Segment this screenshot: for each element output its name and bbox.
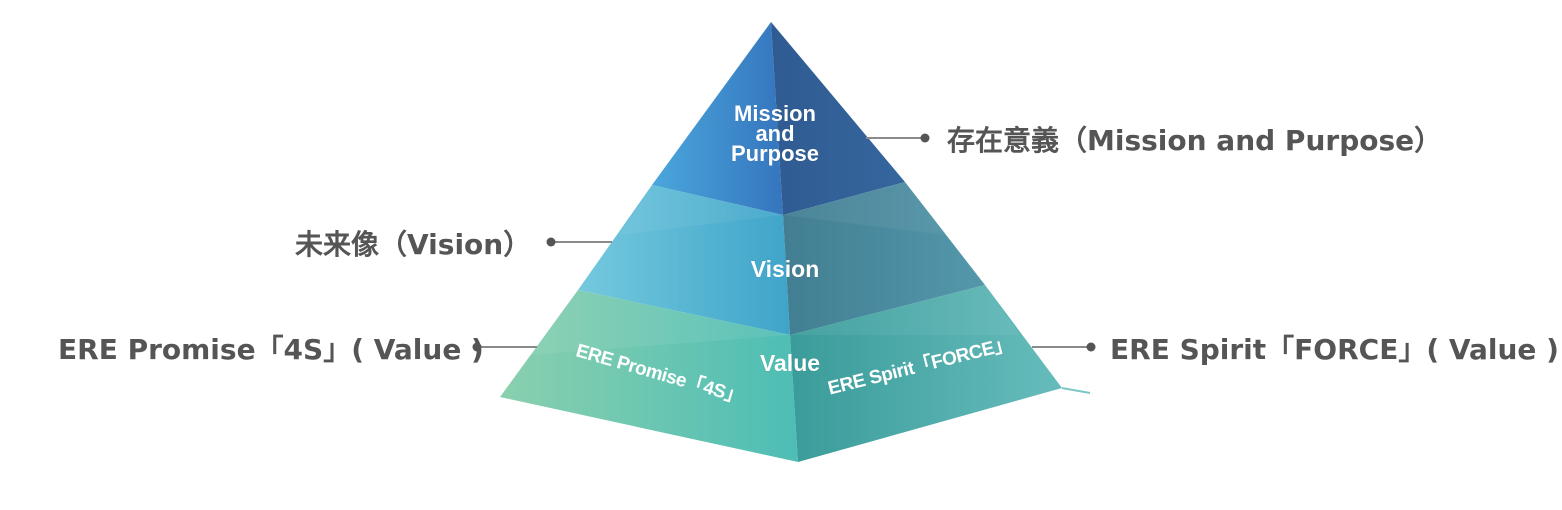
mission-right-face bbox=[771, 22, 905, 215]
value-right-face bbox=[790, 285, 1062, 462]
facet-highlight bbox=[783, 182, 945, 235]
callout-vision: 未来像（Vision） bbox=[295, 228, 532, 261]
base-tail bbox=[1061, 387, 1091, 394]
mission-inner-line: Mission bbox=[734, 101, 816, 126]
callout-vision-connector bbox=[546, 237, 612, 247]
mission-left-face bbox=[652, 22, 783, 215]
callout-spirit: ERE Spirit「FORCE」( Value ) bbox=[1110, 333, 1559, 366]
callout-promise: ERE Promise「4S」( Value ) bbox=[58, 333, 484, 366]
value-left-face bbox=[500, 290, 798, 462]
vision-left-face bbox=[578, 185, 790, 335]
facet-highlight bbox=[790, 285, 1020, 335]
facet-highlight bbox=[530, 290, 790, 355]
facet-highlight bbox=[620, 185, 783, 235]
callout-spirit-connector bbox=[1032, 342, 1096, 352]
callout-promise-connector bbox=[472, 342, 537, 352]
vision-inner-label: Vision bbox=[750, 256, 820, 282]
mission-inner-line: Purpose bbox=[730, 141, 820, 166]
vision-right-face bbox=[783, 182, 985, 335]
mission-inner-line: and bbox=[755, 121, 795, 146]
callout-mission-connector bbox=[866, 133, 930, 143]
value-inner-label: Value bbox=[759, 350, 821, 376]
callout-mission: 存在意義（Mission and Purpose） bbox=[947, 124, 1443, 157]
mission-inner-label: Mission and Purpose bbox=[715, 101, 835, 166]
